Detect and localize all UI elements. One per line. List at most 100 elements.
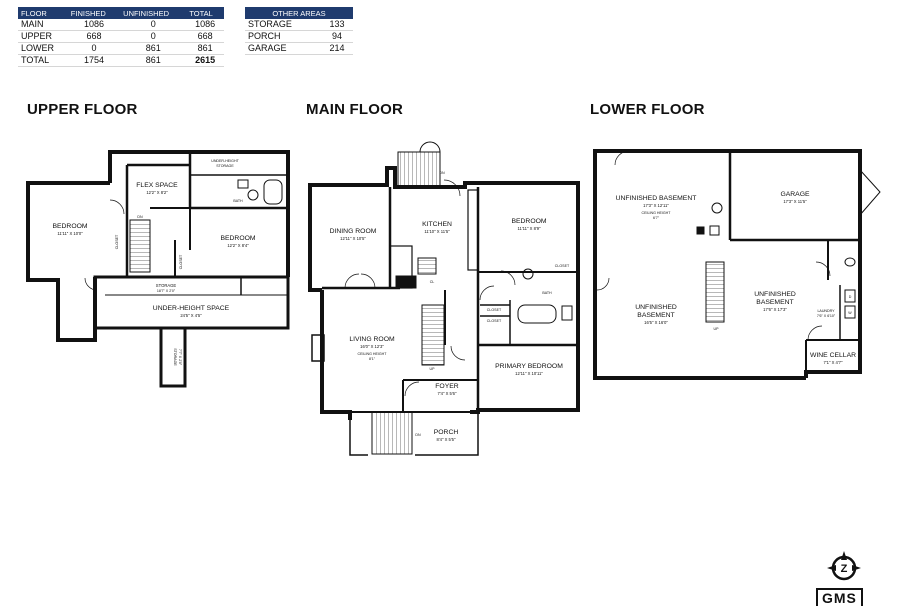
table-cell: TOTAL <box>18 54 68 67</box>
stair-label: UP <box>714 327 720 331</box>
upper-floor-plan <box>26 150 290 388</box>
room-dimensions: 12'11" X 10'11" <box>515 371 543 376</box>
room-label: FOYER <box>435 383 459 390</box>
lower-floor-title: LOWER FLOOR <box>590 101 705 118</box>
room-label: STORAGE <box>173 348 177 366</box>
table-cell: UPPER <box>18 30 68 43</box>
room-dimensions: 7'1" X 4'7" <box>823 360 843 365</box>
table-cell: 861 <box>120 54 187 67</box>
room-label: PORCH <box>434 429 459 436</box>
table-row-total: TOTAL 1754 861 2615 <box>18 54 224 67</box>
upper-floor-labels: BEDROOM 11'11" X 10'0" FLEX SPACE 12'2" … <box>52 159 255 366</box>
room-label: BEDROOM <box>52 223 87 230</box>
room-label: CLOSET <box>487 319 502 323</box>
compass-z-icon: Z <box>827 551 861 581</box>
room-label: CL <box>430 280 435 284</box>
table-cell: 1754 <box>67 54 121 67</box>
table-cell: STORAGE <box>245 19 321 31</box>
table-cell: 94 <box>320 30 353 43</box>
main-floor-plan <box>308 141 580 456</box>
table-row: GARAGE 214 <box>245 42 353 55</box>
room-label: BEDROOM <box>511 218 546 225</box>
table-cell: 0 <box>67 42 121 55</box>
room-dimensions: 17'3" X 12'11" <box>643 203 669 208</box>
svg-text:Z: Z <box>841 563 848 575</box>
room-label: CLOSET <box>487 308 502 312</box>
room-label: CEILING HEIGHT <box>358 352 388 356</box>
room-dimensions: 11'11" X 10'0" <box>57 231 83 236</box>
room-dimensions: 16'0" X 12'3" <box>360 344 384 349</box>
table-cell: 133 <box>320 19 353 31</box>
main-floor-title: MAIN FLOOR <box>306 101 403 118</box>
room-dimensions: 12'11" X 10'5" <box>340 236 366 241</box>
room-label: UNFINISHED <box>635 304 677 311</box>
stair-label: DN <box>415 433 421 437</box>
table-cell: GARAGE <box>245 42 321 55</box>
room-label: CLOSET <box>179 254 183 269</box>
room-dimensions: 11'10" X 11'5" <box>424 229 450 234</box>
table-row: STORAGE 133 <box>245 19 353 31</box>
room-label: UNFINISHED BASEMENT <box>616 195 697 202</box>
table-cell: 214 <box>320 42 353 55</box>
room-dimensions: 8'4" X 5'5" <box>436 437 456 442</box>
room-dimensions: 7'7" X 2'0" <box>178 349 182 366</box>
table-cell: MAIN <box>18 19 68 31</box>
room-dimensions: 7'6" X 6'10" <box>817 314 836 318</box>
table-cell: 2615 <box>186 54 224 67</box>
room-label: BEDROOM <box>220 235 255 242</box>
table-cell: PORCH <box>245 30 321 43</box>
room-dimensions: 12'2" X 8'2" <box>146 190 168 195</box>
room-label: LIVING ROOM <box>349 336 395 343</box>
stair-label: DN <box>137 215 143 219</box>
table-row: UPPER 668 0 668 <box>18 30 224 43</box>
table-cell: 1086 <box>186 19 224 31</box>
room-label: STORAGE <box>216 164 234 168</box>
room-dimensions: 18'7" X 2'0" <box>157 289 176 293</box>
room-dimensions: 17'6" X 17'3" <box>763 307 787 312</box>
stair-label: UP <box>430 367 436 371</box>
room-dimensions: 8'1" <box>369 357 376 361</box>
table-cell: 861 <box>120 42 187 55</box>
table-cell: 668 <box>186 30 224 43</box>
room-label: CLOSET <box>555 264 570 268</box>
room-label: FLEX SPACE <box>136 182 178 189</box>
room-dimensions: 6'7" <box>653 216 660 220</box>
upper-floor-title: UPPER FLOOR <box>27 101 138 118</box>
table-cell: 861 <box>186 42 224 55</box>
room-dimensions: 12'2" X 8'4" <box>227 243 249 248</box>
table-cell: 0 <box>120 30 187 43</box>
column-header: TOTAL <box>186 7 224 19</box>
company-logo-text: GMS <box>816 588 863 606</box>
room-dimensions: 11'11" X 8'9" <box>517 226 541 231</box>
column-header: OTHER AREAS <box>245 7 353 19</box>
other-areas-table: OTHER AREAS STORAGE 133 PORCH 94 GARAGE … <box>245 7 353 55</box>
column-header: FLOOR <box>18 7 68 19</box>
table-row: MAIN 1086 0 1086 <box>18 19 224 31</box>
room-label: BATH <box>542 291 552 295</box>
column-header: UNFINISHED <box>120 7 187 19</box>
stair-label: DN <box>439 171 445 175</box>
room-label: CEILING HEIGHT <box>642 211 672 215</box>
table-cell: 0 <box>120 19 187 31</box>
other-areas-header: OTHER AREAS <box>245 7 353 19</box>
room-label: UNDER-HEIGHT <box>211 159 239 163</box>
room-label: BASEMENT <box>637 312 674 319</box>
room-label: GARAGE <box>780 191 810 198</box>
room-dimensions: 7'4" X 5'6" <box>437 391 457 396</box>
table-row: PORCH 94 <box>245 30 353 43</box>
column-header: FINISHED <box>67 7 121 19</box>
room-label: UNDER-HEIGHT SPACE <box>153 305 230 312</box>
appliance-label: W <box>848 311 852 315</box>
room-label: DINING ROOM <box>330 228 377 235</box>
table-cell: 1086 <box>67 19 121 31</box>
area-summary-table: FLOOR FINISHED UNFINISHED TOTAL MAIN 108… <box>18 7 224 67</box>
lower-floor-labels: UNFINISHED BASEMENT 17'3" X 12'11" CEILI… <box>616 191 857 365</box>
room-dimensions: 16'5" X 16'0" <box>644 320 668 325</box>
room-label: UNFINISHED <box>754 291 796 298</box>
room-label: KITCHEN <box>422 221 452 228</box>
room-label: PRIMARY BEDROOM <box>495 363 563 370</box>
table-row: LOWER 0 861 861 <box>18 42 224 55</box>
room-label: WINE CELLAR <box>810 352 856 359</box>
table-cell: 668 <box>67 30 121 43</box>
